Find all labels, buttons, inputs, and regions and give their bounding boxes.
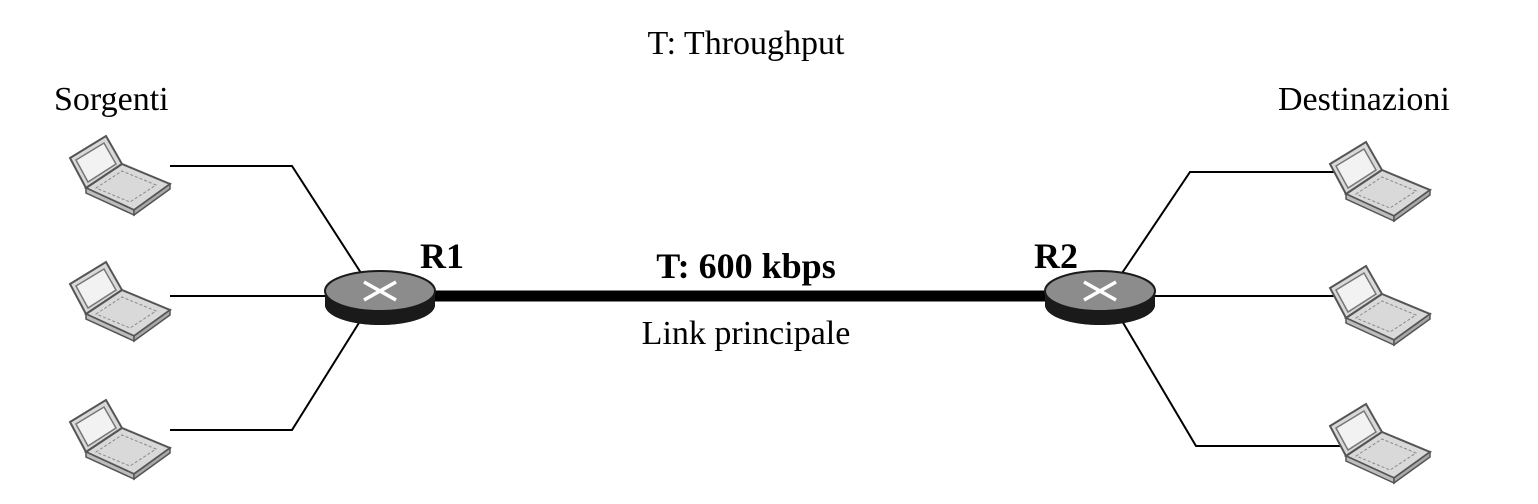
destination-laptop-2-icon (1329, 265, 1431, 346)
source-laptop-3-icon (69, 399, 171, 480)
wire-source-1 (170, 165, 373, 291)
wire-source-3 (170, 301, 373, 431)
diagram-title: T: Throughput (648, 25, 845, 62)
wire-destination-3 (1111, 303, 1340, 447)
link-name-label: Link principale (642, 315, 851, 352)
source-laptop-2-icon (69, 261, 171, 342)
router-r2-label: R2 (1034, 236, 1078, 276)
wire-destination-1 (1111, 171, 1340, 289)
destination-laptop-1-icon (1329, 141, 1431, 222)
router-r1-icon (323, 269, 437, 327)
sources-label: Sorgenti (54, 81, 169, 118)
link-throughput-label: T: 600 kbps (656, 246, 835, 286)
destination-laptop-3-icon (1329, 403, 1431, 484)
destination-wires (1111, 171, 1340, 447)
router-r2-icon (1043, 269, 1157, 327)
destinations-label: Destinazioni (1278, 81, 1450, 118)
router-r1-label: R1 (420, 236, 464, 276)
source-laptop-1-icon (69, 135, 171, 216)
